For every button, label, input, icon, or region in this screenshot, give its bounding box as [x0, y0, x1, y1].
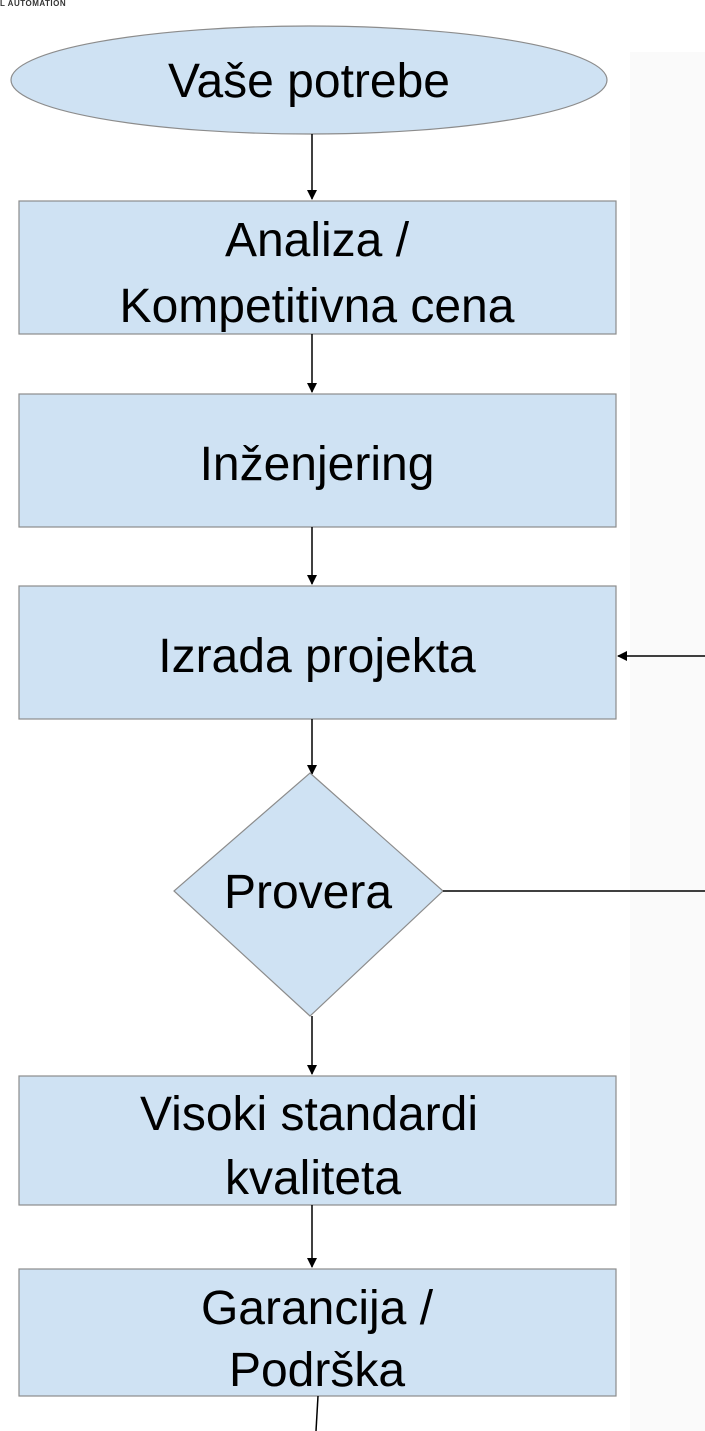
analysis-node: [18, 200, 617, 335]
support-node-label-line2: Podrška: [229, 1344, 405, 1397]
engineering-node-label: Inženjering: [200, 438, 435, 491]
check-node-label: Provera: [224, 866, 392, 919]
analysis-node-label-line2: Kompetitivna cena: [120, 280, 515, 333]
start-node-label: Vaše potrebe: [168, 55, 450, 108]
quality-node: [18, 1075, 617, 1206]
start-node-vase-potrebe: [10, 25, 608, 135]
quality-node-label-line2: kvaliteta: [225, 1152, 401, 1205]
check-decision-node: [173, 772, 444, 1017]
analysis-node-label-line1: Analiza /: [225, 214, 410, 267]
engineering-node: [18, 393, 617, 528]
support-node-label-line1: Garancija /: [201, 1282, 434, 1335]
background-panel: [630, 52, 705, 1431]
company-logo-text: L AUTOMATION: [0, 0, 67, 8]
quality-node-label-line1: Visoki standardi: [140, 1088, 478, 1141]
project-node-label: Izrada projekta: [158, 630, 476, 683]
outgoing-line-bottom: [315, 1395, 319, 1431]
project-node: [18, 585, 617, 720]
